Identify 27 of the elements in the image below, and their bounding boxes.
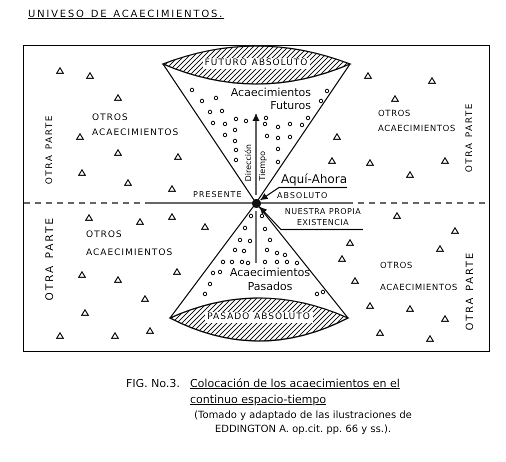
callout-text: NUESTRA PROPIA EXISTENCIA: [283, 206, 363, 228]
side-label: OTRA PARTE: [466, 102, 475, 172]
side-label: OTRA PARTE: [45, 216, 56, 300]
region-label: OTROS ACAECIMIENTOS: [86, 229, 174, 260]
leader-line: [259, 206, 363, 230]
point-marker: [250, 198, 262, 208]
side-label: OTRA PARTE: [46, 114, 55, 184]
region-label: OTROS ACAECIMIENTOS: [380, 260, 459, 295]
figure-number: FIG. No.3.: [126, 377, 180, 391]
source-note: (Tomado y adaptado de las ilustraciones de EDDINGTON A. op.cit. pp. 66 y ss.).: [193, 409, 413, 437]
present-label: PRESENTE: [193, 190, 242, 200]
region-label: OTROS ACAECIMIENTOS: [378, 108, 457, 136]
lens-label: FUTURO ABSOLUTO: [202, 58, 310, 69]
axis-label: Dirección: [245, 144, 253, 181]
hatched-lens: [161, 45, 352, 85]
cone-label: Acaecimientos Futuros: [230, 86, 311, 112]
lens-label: PASADO ABSOLUTO: [205, 312, 313, 323]
side-label: OTRA PARTE: [466, 250, 476, 330]
title: UNIVESO DE ACAECIMIENTOS.: [28, 8, 224, 22]
leader-line: [260, 186, 348, 200]
cone-label: Acaecimientos Pasados: [228, 266, 312, 294]
present-label: ABSOLUTO: [277, 191, 328, 201]
caption: Colocación de los acaecimientos en el continuo espacio-tiempo: [190, 376, 401, 408]
hatched-lens: [169, 297, 349, 342]
axis-label: Tiempo: [259, 151, 267, 181]
callout-text: Aquí-Ahora: [281, 172, 348, 186]
region-label: OTROS ACAECIMIENTOS: [92, 112, 180, 140]
